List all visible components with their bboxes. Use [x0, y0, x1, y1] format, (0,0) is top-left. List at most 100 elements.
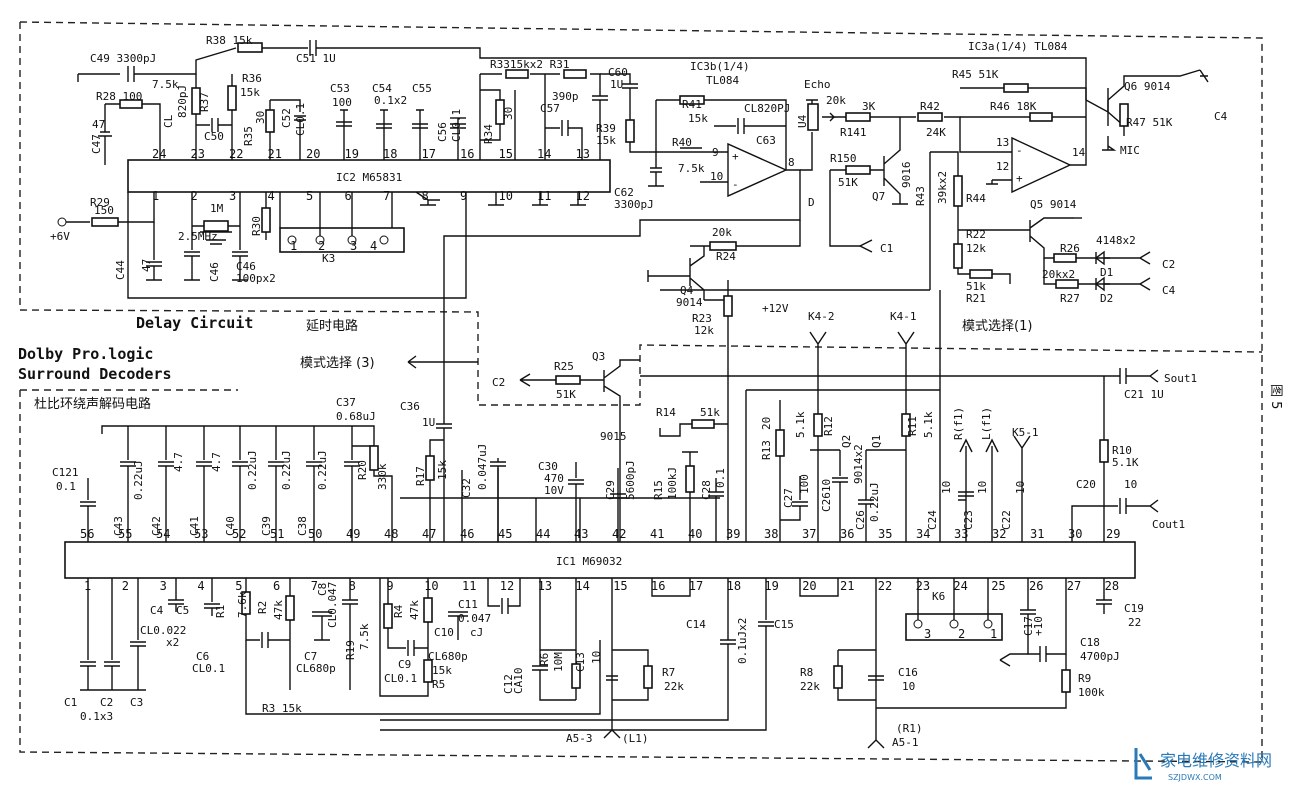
component-label-r13v: 20	[760, 417, 773, 430]
pin-number: 38	[764, 527, 778, 541]
component-label-c15: C15	[774, 618, 794, 631]
component-label-c32v: 0.047uJ	[476, 444, 489, 490]
component-label-r141v: 3K	[862, 100, 876, 113]
component-label-r42v: 24K	[926, 126, 946, 139]
pin-number: 36	[840, 527, 854, 541]
q4-r24-r23	[647, 220, 873, 540]
cout1-label: Cout1	[1152, 518, 1185, 531]
component-label-c52: C52	[280, 108, 293, 128]
l1-label: (L1)	[622, 732, 649, 745]
terminal-c2-input-label: C2	[492, 376, 505, 389]
component-label-c37: C37	[336, 396, 356, 409]
pin-number: 10	[424, 579, 438, 593]
component-label-op12: 12	[996, 160, 1009, 173]
component-label-c21: C21 1U	[1124, 388, 1164, 401]
component-label-r10v: 5.1K	[1112, 456, 1139, 469]
pin-number: 4	[197, 579, 204, 593]
component-label-r39v: 15k	[596, 134, 616, 147]
opamp-ic3b: +-	[443, 95, 813, 416]
component-label-r40v: 7.5k	[678, 162, 705, 175]
component-label-r43: R43	[914, 186, 927, 206]
component-label-c2: C2	[100, 696, 113, 709]
component-label-c8: C8	[316, 583, 329, 596]
pin-number: 15	[499, 147, 513, 161]
pin-number: 37	[802, 527, 816, 541]
component-label-r2v: 47k	[272, 600, 285, 620]
component-label-c9v: CL0.1	[384, 672, 417, 685]
component-label-r45: R45 51K	[952, 68, 999, 81]
opamp-ic3a: -+	[900, 83, 1109, 194]
lower-wiring	[80, 290, 1159, 749]
pin-number: 2	[122, 579, 129, 593]
mode-select-1-label: 模式选择(1)	[962, 319, 1032, 334]
component-label-c46b: C46	[236, 260, 256, 273]
pin-number: 18	[383, 147, 397, 161]
pin-number: 40	[688, 527, 702, 541]
component-label-r26: R26	[1060, 242, 1080, 255]
terminal-c4-label: C4	[1162, 284, 1176, 297]
pin-number: 25	[991, 579, 1005, 593]
component-label-c10: C10	[434, 626, 454, 639]
component-label-c12: C12	[502, 674, 515, 694]
pin-number: 5	[235, 579, 242, 593]
component-label-c40v: 0.22uJ	[246, 450, 259, 490]
pin-number: 15	[613, 579, 627, 593]
component-label-r2627v: 20kx2	[1042, 268, 1075, 281]
component-label-q5: Q5 9014	[1030, 198, 1077, 211]
component-label-c44: C44	[114, 260, 127, 280]
component-label-rf1: R(f1)	[952, 407, 965, 440]
component-label-c28v: 0.1	[714, 468, 727, 488]
pin-number: 12	[576, 189, 590, 203]
component-label-c49: C49 3300pJ	[90, 52, 156, 65]
pin-number: 17	[689, 579, 703, 593]
pin-number: 31	[1030, 527, 1044, 541]
component-label-c47: C47	[90, 134, 103, 154]
component-label-cl820b: CL820PJ	[744, 102, 790, 115]
pin-number: 47	[422, 527, 436, 541]
pin-number: 29	[1106, 527, 1120, 541]
component-label-r46: R46 18K	[990, 100, 1037, 113]
component-label-c46: C46	[208, 262, 221, 282]
component-label-r29v: 150	[94, 204, 114, 217]
component-label-c16v: 10	[902, 680, 915, 693]
pin-number: 55	[118, 527, 132, 541]
watermark-text: 家电维修资料网	[1160, 751, 1272, 770]
pin-number: 50	[308, 527, 322, 541]
pin-number: 18	[727, 579, 741, 593]
component-label-r9v: 100k	[1078, 686, 1105, 699]
pin-number: 20	[306, 147, 320, 161]
component-label-r6v: 10M	[552, 652, 565, 672]
component-label-c57: C57	[540, 102, 560, 115]
component-label-r141: R141	[840, 126, 867, 139]
component-label-c41v: 4.7	[210, 452, 223, 472]
pin-number: 8	[422, 189, 429, 203]
k3-label: K3	[322, 252, 335, 265]
component-label-c22v: 10	[1014, 481, 1027, 494]
component-label-r20: R20	[356, 460, 369, 480]
component-label-r36v: 15k	[240, 86, 260, 99]
k3-pin: 1	[290, 239, 297, 253]
pin-number: 41	[650, 527, 664, 541]
component-label-r150: R150	[830, 152, 857, 165]
component-label-c27: C27	[782, 488, 795, 508]
component-label-c43: C43	[112, 516, 125, 536]
component-label-c22: C22	[1000, 510, 1013, 530]
component-label-op14: 14	[1072, 146, 1086, 159]
component-label-c18: C18	[1080, 636, 1100, 649]
component-label-c40: C40	[224, 516, 237, 536]
component-label-r40: R40	[672, 136, 692, 149]
component-label-c16: C16	[898, 666, 918, 679]
component-label-c26v: 0.22uJ	[868, 482, 881, 522]
component-label-r7: R7	[662, 666, 675, 679]
pin-number: 3	[229, 189, 236, 203]
component-label-c51: C51 1U	[296, 52, 336, 65]
component-label-echo20k: 20k	[826, 94, 846, 107]
component-label-c62v: 3300pJ	[614, 198, 654, 211]
component-label-r15v: 100kJ	[666, 467, 679, 500]
component-label-r33: R3315kx2 R31	[490, 58, 569, 71]
component-label-r1: R1	[214, 605, 227, 618]
component-label-r24: R24	[716, 250, 736, 263]
component-label-r23: R23	[692, 312, 712, 325]
pin-number: 13	[538, 579, 552, 593]
component-label-r7v: 22k	[664, 680, 684, 693]
